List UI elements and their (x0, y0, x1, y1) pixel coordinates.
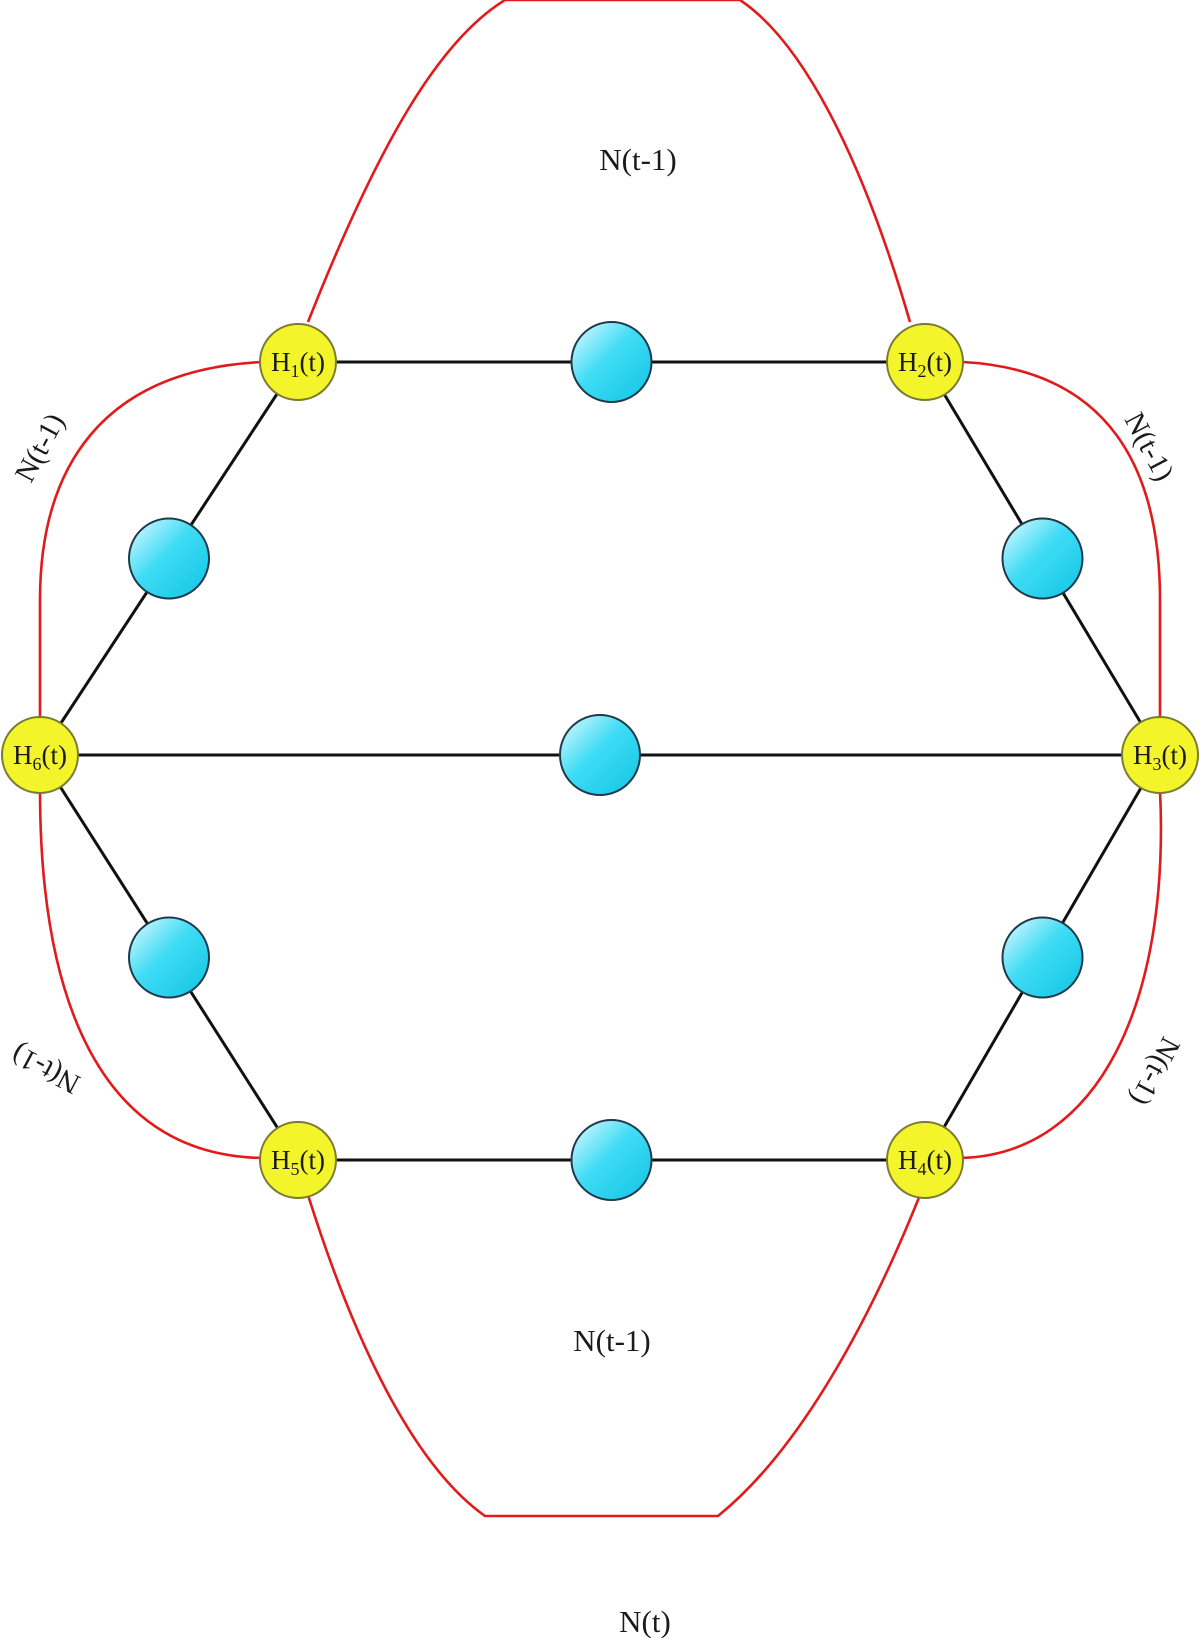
diagram-caption: N(t) (619, 1604, 671, 1638)
upper-left-boundary-curve (38, 360, 263, 723)
intermediate-node-h5-h6 (128, 916, 210, 999)
intermediate-node-h6-h1 (128, 517, 210, 600)
hub-circle (886, 1121, 964, 1199)
hub-circle (886, 323, 964, 401)
hub-nodes: H1(t) H2(t) H3(t) H4(t) H5(t) H6(t) (1, 323, 1199, 1199)
upper-right-region-label: N(t-1) (1118, 407, 1180, 486)
lower-right-region-label: N(t-1) (1124, 1032, 1186, 1111)
lower-right-boundary-curve (959, 789, 1163, 1160)
hub-label: H2(t) (898, 347, 952, 381)
intermediate-node-h3-h4 (1001, 916, 1084, 999)
upper-right-boundary-curve (962, 360, 1162, 723)
hub-node-h2: H2(t) (886, 323, 964, 401)
hub-node-h4: H4(t) (886, 1121, 964, 1199)
bottom-boundary-curve (306, 1194, 922, 1518)
intermediate-node-h6-h3 (559, 714, 641, 796)
hub-circle (259, 1121, 337, 1199)
lower-left-boundary-curve (38, 789, 263, 1160)
hub-circle (1, 716, 79, 794)
hub-label: H3(t) (1133, 740, 1187, 774)
top-boundary-curve (306, 0, 912, 323)
hub-node-h5: H5(t) (259, 1121, 337, 1199)
boundary-curves (38, 0, 1163, 1518)
top-region-label: N(t-1) (599, 142, 676, 177)
intermediate-node-h1-h2 (570, 321, 653, 403)
bottom-region-label: N(t-1) (573, 1323, 650, 1358)
hub-node-h1: H1(t) (259, 323, 337, 401)
hub-node-h6: H6(t) (1, 716, 79, 794)
hub-circle (259, 323, 337, 401)
intermediate-nodes (128, 321, 1084, 1201)
upper-left-region-label: N(t-1) (9, 408, 71, 487)
intermediate-node-h4-h5 (570, 1119, 653, 1201)
hub-label: H5(t) (271, 1145, 325, 1179)
hub-label: H6(t) (13, 740, 67, 774)
hub-circle (1121, 716, 1199, 794)
lower-left-region-label: N(t-1) (6, 1038, 85, 1100)
intermediate-node-h2-h3 (1001, 517, 1084, 600)
hub-label: H1(t) (271, 347, 325, 381)
hub-label: H4(t) (898, 1145, 952, 1179)
hub-node-h3: H3(t) (1121, 716, 1199, 794)
